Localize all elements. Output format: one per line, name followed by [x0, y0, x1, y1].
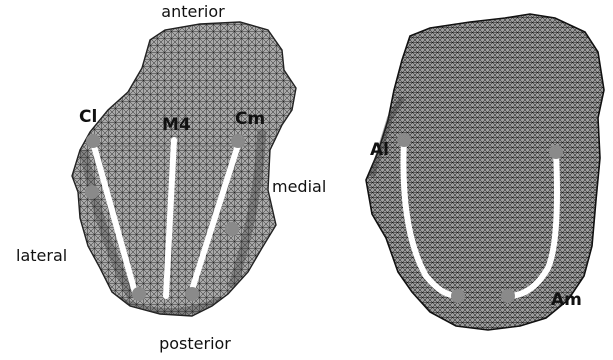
label-lateral: lateral [16, 246, 67, 265]
landmark-al-bottom [451, 289, 465, 303]
landmark-lateral-side [85, 185, 99, 199]
landmark-lateral-top [86, 134, 100, 148]
label-anterior: anterior [161, 2, 225, 21]
landmark-al-top [397, 133, 411, 147]
label-al: Al [370, 140, 389, 160]
label-posterior: posterior [159, 334, 231, 353]
landmark-medial-side [225, 222, 239, 236]
landmark-am-top [549, 145, 563, 159]
label-cm: Cm [235, 109, 265, 129]
landmark-posterior-right [185, 287, 199, 301]
landmark-posterior-left [132, 287, 146, 301]
landmark-am-bottom [501, 289, 515, 303]
landmark-medial-top [231, 134, 245, 148]
label-medial: medial [272, 177, 326, 196]
label-m4: M4 [162, 115, 191, 135]
left-mesh [72, 22, 296, 316]
label-am: Am [551, 290, 582, 310]
label-cl: Cl [79, 107, 97, 127]
